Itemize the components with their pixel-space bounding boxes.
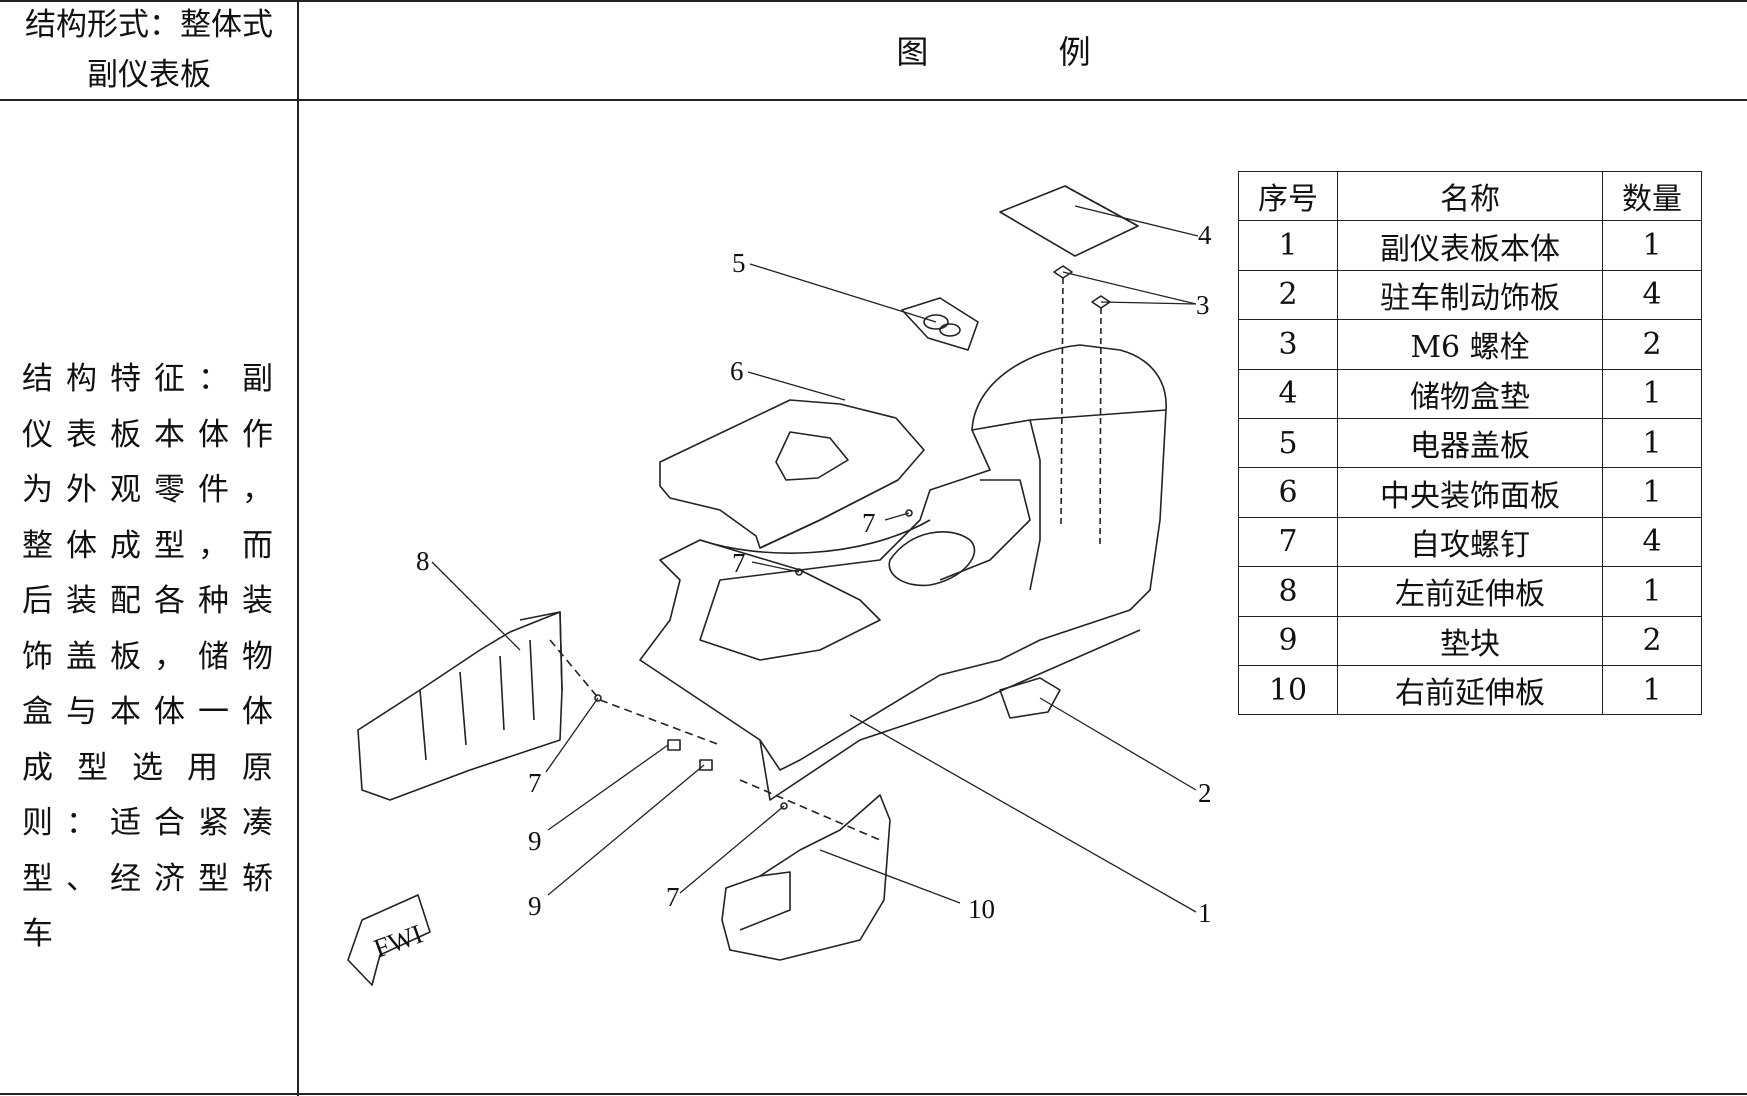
direction-mark: FWI bbox=[370, 919, 427, 964]
part-index: 4 bbox=[1238, 368, 1338, 419]
callout-4: 4 bbox=[1198, 220, 1212, 250]
part-name: 中央装饰面板 bbox=[1337, 467, 1603, 518]
structure-type-label: 结构形式：整体式 bbox=[25, 7, 273, 43]
left-extension-panel-part bbox=[357, 611, 563, 801]
callout-7d: 7 bbox=[666, 882, 680, 912]
callout-10: 10 bbox=[968, 894, 995, 924]
part-name: 垫块 bbox=[1337, 615, 1603, 666]
structure-description: 结构特征：副仪表板本体作为外观零件，整体成型，而后装配各种装饰盖板，储物盒与本体… bbox=[22, 361, 280, 952]
parking-brake-trim-part bbox=[999, 677, 1061, 719]
callout-9a: 9 bbox=[528, 826, 542, 856]
legend-title-cell: 图 例 bbox=[300, 0, 1747, 100]
callout-7a: 7 bbox=[862, 508, 876, 538]
callout-5: 5 bbox=[732, 248, 746, 278]
part-name: 副仪表板本体 bbox=[1337, 220, 1603, 271]
part-name: M6 螺栓 bbox=[1337, 319, 1603, 370]
callout-6: 6 bbox=[730, 356, 744, 386]
part-qty: 4 bbox=[1602, 516, 1702, 568]
part-index: 5 bbox=[1238, 417, 1338, 469]
part-name: 驻车制动饰板 bbox=[1337, 269, 1603, 321]
column-divider bbox=[297, 0, 299, 1096]
callout-2: 2 bbox=[1198, 778, 1212, 808]
right-extension-panel-part bbox=[721, 794, 891, 961]
part-name: 电器盖板 bbox=[1337, 417, 1603, 469]
parts-table-header-row: 序号 名称 数量 bbox=[1238, 170, 1702, 222]
callout-3: 3 bbox=[1196, 290, 1210, 320]
part-qty: 1 bbox=[1602, 467, 1702, 518]
callout-1: 1 bbox=[1198, 898, 1212, 928]
storage-mat-part bbox=[999, 185, 1139, 257]
legend-title: 图 例 bbox=[896, 33, 1151, 71]
header-divider bbox=[0, 99, 1747, 101]
console-body-part bbox=[639, 344, 1167, 801]
part-qty: 4 bbox=[1602, 269, 1702, 321]
part-index: 9 bbox=[1238, 615, 1338, 666]
callout-7b: 7 bbox=[732, 548, 746, 578]
exploded-parts-diagram: 4 5 3 6 7 7 8 7 9 9 7 10 2 1 FWI bbox=[347, 185, 1212, 986]
callout-8: 8 bbox=[416, 546, 430, 576]
part-index: 6 bbox=[1238, 467, 1338, 518]
electrical-cover-part bbox=[901, 297, 979, 351]
part-name: 左前延伸板 bbox=[1337, 566, 1603, 617]
part-qty: 1 bbox=[1602, 417, 1702, 469]
part-qty: 2 bbox=[1602, 615, 1702, 666]
callout-7c: 7 bbox=[528, 768, 542, 798]
part-qty: 1 bbox=[1602, 368, 1702, 419]
bolt-parts bbox=[1053, 265, 1111, 549]
forward-direction-arrow bbox=[347, 894, 431, 986]
part-index: 7 bbox=[1238, 516, 1338, 568]
part-index: 2 bbox=[1238, 269, 1338, 321]
part-name: 自攻螺钉 bbox=[1337, 516, 1603, 568]
part-qty: 1 bbox=[1602, 664, 1702, 716]
bottom-border bbox=[0, 1093, 1747, 1095]
part-index: 1 bbox=[1238, 220, 1338, 271]
header-name: 名称 bbox=[1337, 170, 1603, 222]
part-name-label: 副仪表板 bbox=[87, 57, 211, 93]
header-qty: 数量 bbox=[1602, 170, 1702, 222]
part-index: 10 bbox=[1238, 664, 1338, 716]
top-border bbox=[0, 0, 1747, 2]
header-structure-cell: 结构形式：整体式 副仪表板 bbox=[0, 0, 298, 100]
part-qty: 2 bbox=[1602, 319, 1702, 370]
part-name: 右前延伸板 bbox=[1337, 664, 1603, 716]
header-index: 序号 bbox=[1238, 170, 1338, 222]
part-qty: 1 bbox=[1602, 220, 1702, 271]
callout-9b: 9 bbox=[528, 891, 542, 921]
callout-labels: 4 5 3 6 7 7 8 7 9 9 7 10 2 1 FWI bbox=[370, 220, 1212, 964]
part-index: 8 bbox=[1238, 566, 1338, 617]
center-trim-panel-part bbox=[659, 399, 925, 549]
part-name: 储物盒垫 bbox=[1337, 368, 1603, 419]
part-qty: 1 bbox=[1602, 566, 1702, 617]
part-index: 3 bbox=[1238, 319, 1338, 370]
